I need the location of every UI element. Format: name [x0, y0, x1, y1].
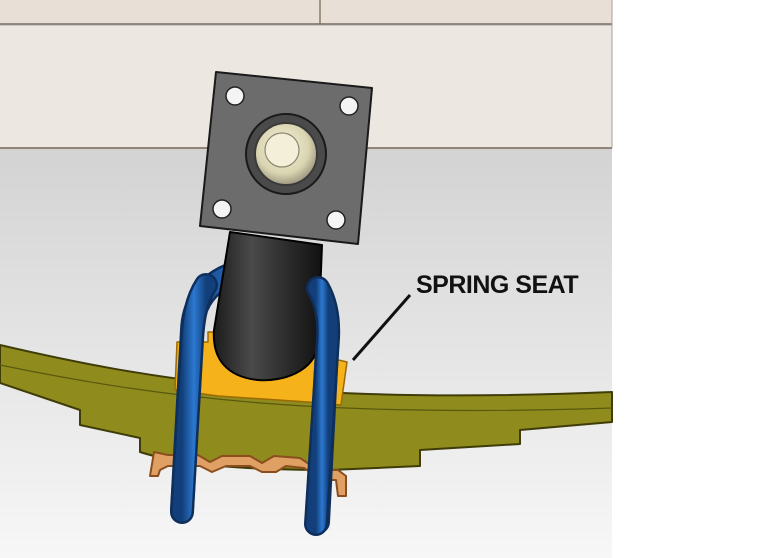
bushing-core	[264, 132, 300, 168]
clamp-plate	[149, 451, 347, 497]
callout-leader-line	[351, 294, 412, 361]
leaf-spring-seam	[0, 364, 613, 412]
mounting-plate	[199, 71, 373, 245]
bolt-hole-bottom-left	[212, 199, 232, 219]
callout-label: SPRING SEAT	[416, 271, 578, 299]
bolt-hole-bottom-right	[326, 210, 346, 230]
u-bolt-front-legs	[170, 273, 341, 536]
axle-arm	[212, 231, 323, 382]
bolt-hole-top-left	[225, 86, 245, 106]
bolt-hole-top-right	[339, 96, 359, 116]
